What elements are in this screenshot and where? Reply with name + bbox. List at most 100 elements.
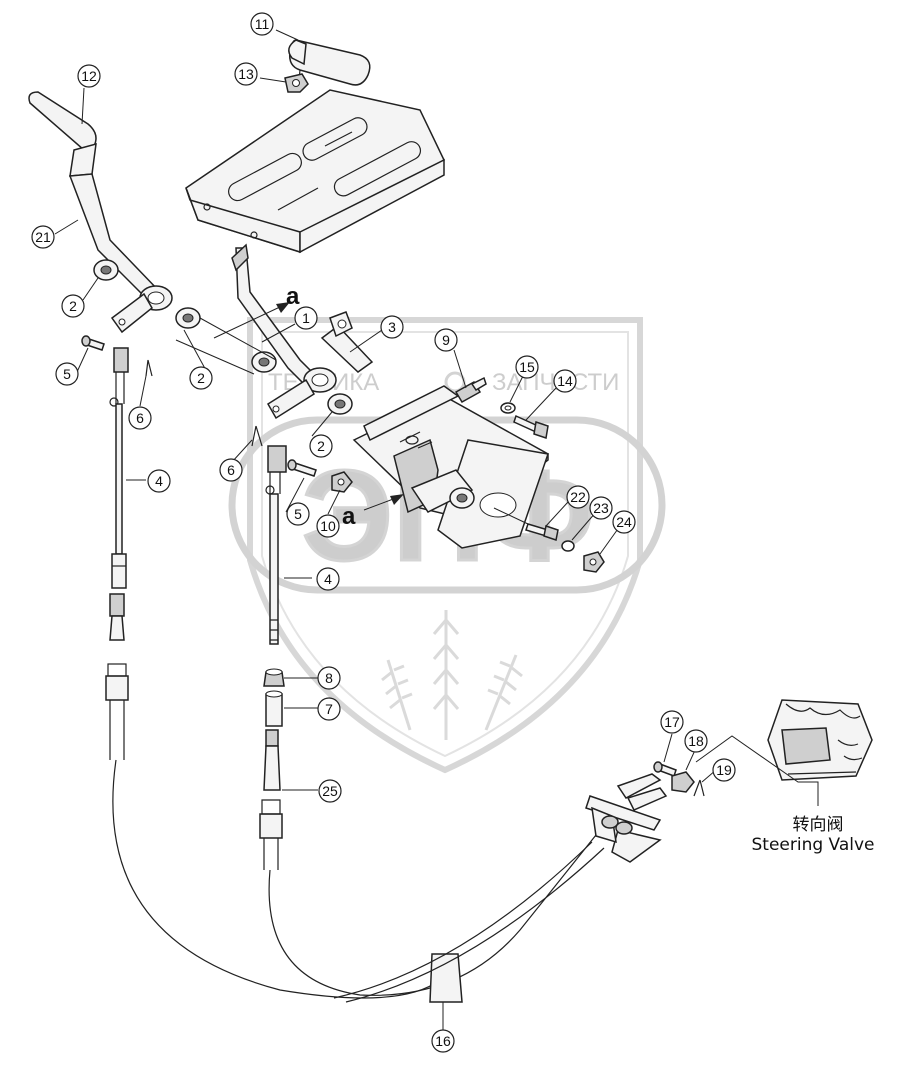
caption-chinese: 转向阀	[793, 815, 844, 835]
callout-number: 2	[69, 298, 77, 314]
washer-23	[561, 540, 575, 552]
cotter-pin-19	[693, 779, 705, 797]
cable-25	[259, 729, 283, 870]
valve-bracket-lower	[585, 773, 668, 863]
bushing-2-left	[93, 259, 119, 281]
callout-circle	[250, 12, 274, 36]
callout-9: 9	[434, 328, 458, 352]
callout-number: 24	[616, 514, 632, 530]
callout-18: 18	[684, 729, 708, 753]
cable-16-right	[268, 829, 601, 996]
callout-2: 2	[189, 366, 213, 390]
callout-6: 6	[219, 458, 243, 482]
callout-circle	[316, 514, 340, 538]
callout-circle	[234, 62, 258, 86]
callout-3: 3	[380, 315, 404, 339]
callout-11: 11	[250, 12, 274, 36]
bolt-22	[525, 523, 559, 541]
callout-circle	[566, 485, 590, 509]
callout-circle	[294, 306, 318, 330]
valve-bracket	[352, 385, 549, 549]
nut-18	[671, 771, 695, 793]
cotter-pin-6-right	[251, 425, 263, 447]
callout-circle	[431, 1029, 455, 1053]
callout-23: 23	[589, 496, 613, 520]
callout-circle	[515, 355, 539, 379]
callout-number: 11	[255, 16, 270, 32]
callout-number: 15	[519, 359, 535, 375]
grease-fitting-9	[454, 376, 487, 404]
washer-15	[500, 402, 516, 414]
callout-circle	[684, 729, 708, 753]
callout-number: 6	[136, 410, 144, 426]
callout-number: 18	[688, 733, 704, 749]
callout-circle	[55, 362, 79, 386]
leader-lines	[54, 29, 717, 1030]
callout-circle	[660, 710, 684, 734]
callout-circle	[309, 434, 333, 458]
callout-number: 5	[63, 366, 71, 382]
shift-console-cover	[185, 89, 445, 254]
callout-4: 4	[147, 469, 171, 493]
callout-circle	[553, 369, 577, 393]
callout-number: 9	[442, 332, 450, 348]
pin-5-left	[81, 335, 105, 351]
view-arrow-top: a	[213, 283, 300, 339]
callout-16: 16	[431, 1029, 455, 1053]
callout-number: 10	[320, 518, 336, 534]
shift-lever-12	[28, 91, 162, 301]
steering-valve	[767, 699, 873, 781]
callout-number: 19	[716, 762, 732, 778]
caption-english: Steering Valve	[751, 835, 874, 855]
knob-11	[288, 39, 371, 91]
callout-19: 19	[712, 758, 736, 782]
callout-number: 14	[557, 373, 573, 389]
pivot-boss-21	[110, 285, 173, 334]
callout-circle	[434, 328, 458, 352]
callout-number: 2	[197, 370, 205, 386]
nut-13	[284, 73, 309, 93]
callout-12: 12	[77, 64, 101, 88]
callout-number: 5	[294, 506, 302, 522]
callout-2: 2	[61, 294, 85, 318]
callout-number: 13	[238, 66, 254, 82]
callout-circle	[61, 294, 85, 318]
pin-5-right	[287, 459, 317, 477]
callout-1: 1	[294, 306, 318, 330]
nut-10	[331, 471, 353, 493]
callout-number: 4	[324, 571, 332, 587]
cable-clamp-16	[333, 841, 605, 1003]
callout-number: 7	[325, 701, 333, 717]
cable-16-left	[112, 759, 441, 999]
callout-circle	[612, 510, 636, 534]
view-marker-top: a	[286, 283, 300, 310]
callout-number: 16	[435, 1033, 451, 1049]
rod-4-left	[109, 347, 129, 589]
cable-left-end	[105, 593, 129, 760]
callout-circle	[317, 697, 341, 721]
callout-number: 8	[325, 670, 333, 686]
shaft-3	[320, 311, 374, 373]
callout-circle	[712, 758, 736, 782]
callout-number: 12	[81, 68, 97, 84]
callout-number: 22	[570, 489, 586, 505]
callout-number: 2	[317, 438, 325, 454]
callout-10: 10	[316, 514, 340, 538]
cotter-pin-6-left	[145, 359, 153, 377]
coupler-7	[265, 690, 283, 727]
bolt-17	[653, 761, 677, 777]
callout-circle	[318, 779, 342, 803]
callout-circle	[31, 225, 55, 249]
callout-2: 2	[309, 434, 333, 458]
callout-circle	[380, 315, 404, 339]
bolt-14	[513, 414, 549, 439]
callout-5: 5	[286, 502, 310, 526]
callout-number: 21	[35, 229, 51, 245]
shift-lever-right	[231, 243, 353, 420]
callout-14: 14	[553, 369, 577, 393]
callout-circle	[589, 496, 613, 520]
callout-number: 1	[302, 310, 310, 326]
callout-15: 15	[515, 355, 539, 379]
nut-8	[263, 668, 285, 687]
